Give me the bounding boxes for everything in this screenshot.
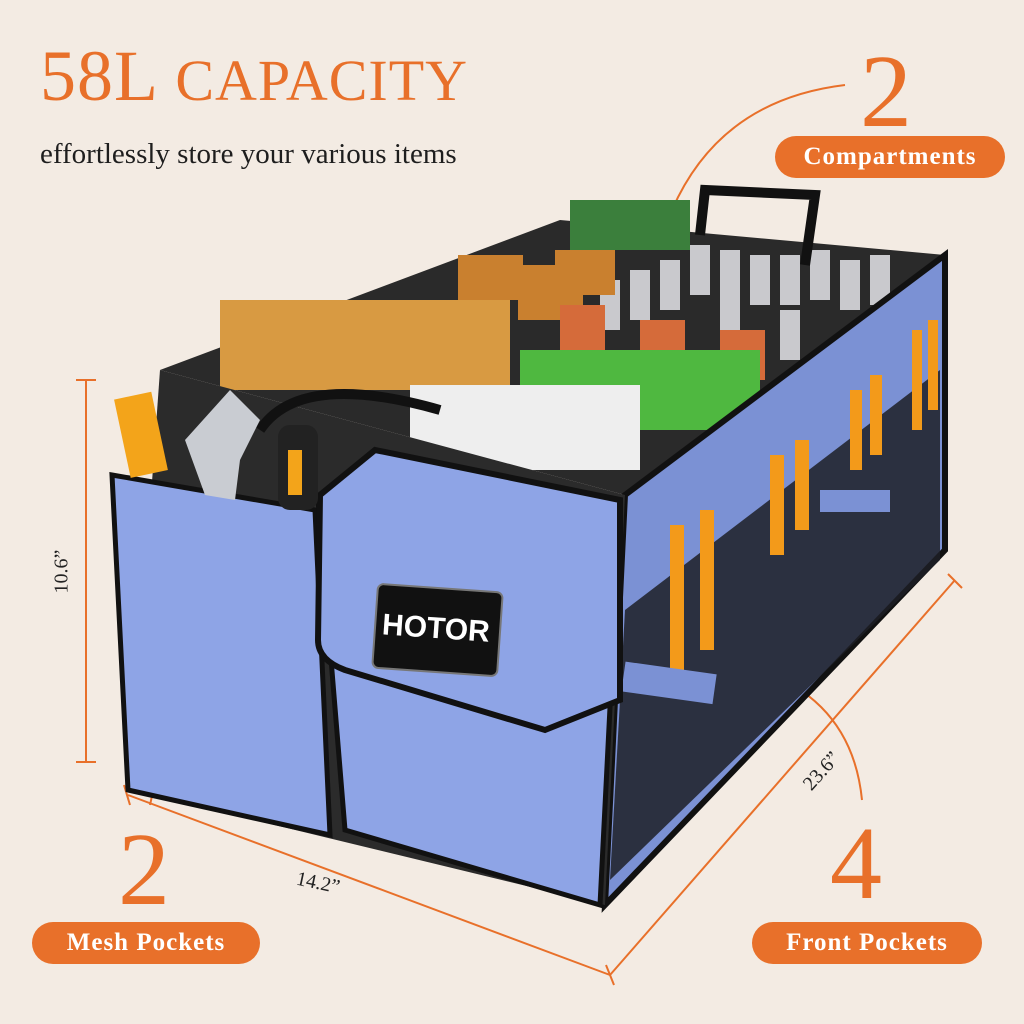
velcro-straps (621, 490, 890, 705)
carry-handle-front (255, 389, 442, 433)
compartments-label: Compartments (775, 136, 1005, 178)
jars (458, 250, 615, 320)
brand-label-patch (371, 583, 504, 677)
height-dimension: 10.6” (50, 549, 73, 594)
mesh-pocket-front-left (109, 472, 333, 839)
carry-handle-back (695, 184, 821, 266)
tool-handles (670, 320, 938, 675)
front-pockets-label: Front Pockets (752, 922, 982, 964)
front-pockets-count: 4 (830, 806, 882, 921)
tools (114, 390, 318, 510)
bottles (600, 245, 890, 360)
subtitle: effortlessly store your various items (40, 138, 457, 170)
juice-boxes (570, 200, 690, 250)
compartments-count: 2 (860, 34, 912, 149)
capacity-word: CAPACITY (175, 48, 469, 113)
headline: 58L CAPACITY (40, 40, 468, 112)
capacity-number: 58L (40, 36, 157, 116)
mesh-pockets-count: 2 (118, 812, 170, 927)
pasta-bags (220, 300, 510, 390)
mesh-pockets-label: Mesh Pockets (32, 922, 260, 964)
